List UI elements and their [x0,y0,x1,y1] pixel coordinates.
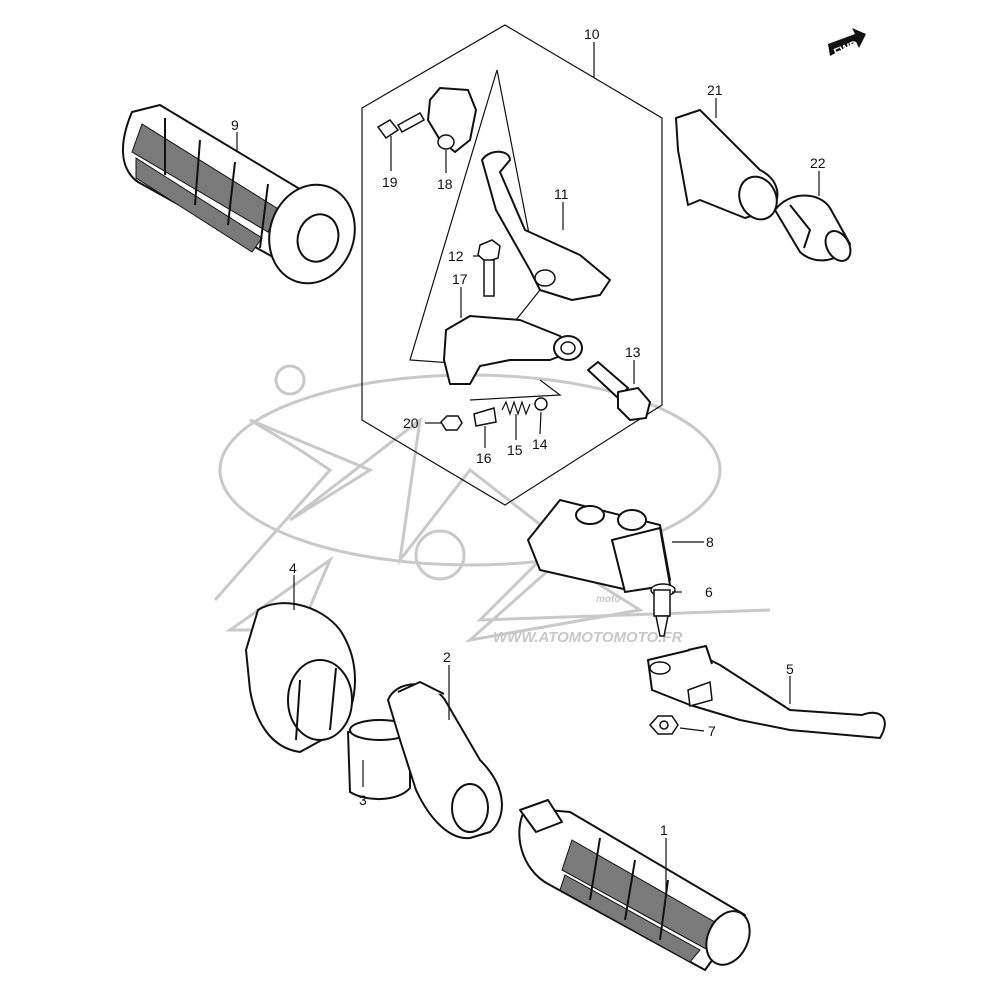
fwd-arrow-icon: FWD [828,28,866,59]
assembly-outline [361,24,663,506]
callout-16: 16 [476,450,492,466]
callout-17: 17 [452,271,468,287]
watermark-brand-text: moto [596,594,620,605]
callout-11: 11 [554,186,569,202]
lever-nut [648,715,679,735]
spring-sleeve [473,407,497,427]
cable-cover [675,109,779,221]
callout-3: 3 [359,792,367,808]
detent-ball [534,397,548,411]
lever-boot [527,499,671,593]
watermark-logo [213,364,771,643]
callout-21: 21 [707,82,723,98]
callout-18: 18 [437,176,453,192]
callout-7: 7 [708,723,716,739]
watermark-site-text: WWW.ATOMOTOMOTO.FR [493,629,683,646]
callout-12: 12 [448,248,464,264]
callout-15: 15 [507,442,523,458]
callout-2: 2 [443,649,451,665]
brake-lever [647,645,886,739]
callout-20: 20 [403,415,419,431]
callout-9: 9 [231,117,239,133]
leader-lines [236,42,820,892]
return-spring [501,400,531,416]
callout-4: 4 [289,560,297,576]
callout-14: 14 [532,436,548,452]
callout-8: 8 [706,534,714,550]
callout-6: 6 [705,584,713,600]
clutch-lever [481,150,611,301]
cable-adjuster [774,194,852,262]
inset-connector-line [469,379,562,401]
throttle-cover [245,602,356,753]
callout-13: 13 [625,344,641,360]
callout-10: 10 [584,26,600,42]
lever-clamp [427,87,477,153]
callout-22: 22 [810,155,826,171]
lever-pivot-bolt [477,239,501,297]
lever-perch [443,315,583,385]
throttle-housing [387,681,503,840]
adjuster-screw [587,361,651,421]
right-grip [518,799,751,971]
callout-19: 19 [382,174,398,190]
perch-nut [440,415,463,431]
left-grip [122,104,356,285]
callout-1: 1 [660,822,668,838]
callout-5: 5 [786,661,794,677]
pivot-bolt [650,583,676,637]
clamp-bolt [376,111,426,140]
